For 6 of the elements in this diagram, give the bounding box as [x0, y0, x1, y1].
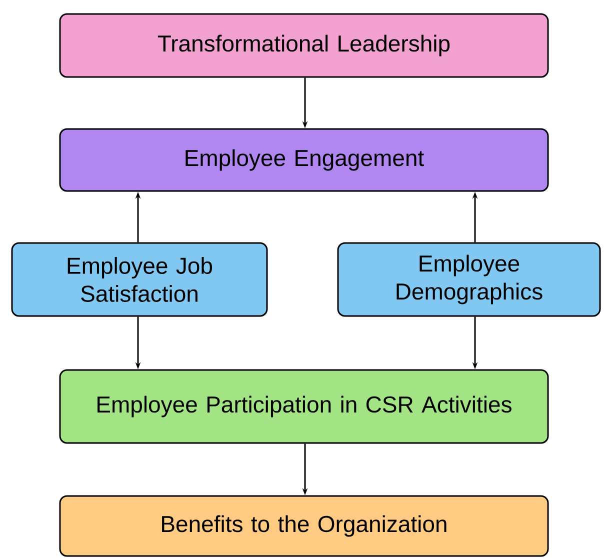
box: Benefits to the Organization: [59, 495, 549, 557]
box: Employee Engagement: [59, 128, 549, 192]
box: Employee Participation in CSR Activities: [59, 369, 549, 444]
box: Employee Job Satisfaction: [11, 242, 268, 317]
box: Transformational Leadership: [59, 13, 549, 78]
box: Employee Demographics: [337, 242, 601, 317]
